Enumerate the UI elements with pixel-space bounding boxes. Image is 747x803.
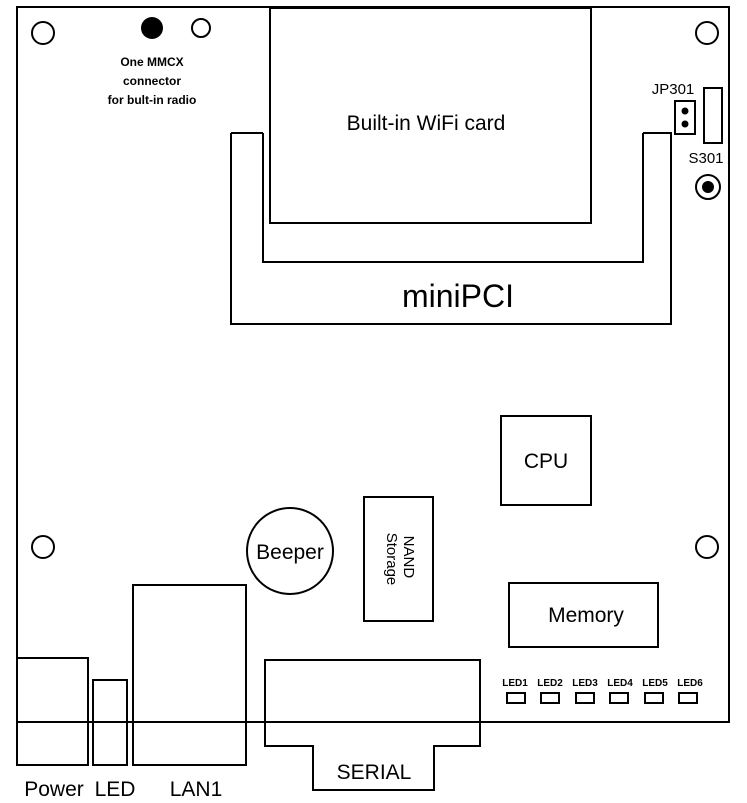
lan1-jack (132, 584, 247, 766)
mounting-hole-mid-right (695, 535, 719, 559)
cpu-chip (500, 415, 592, 506)
status-led-2 (540, 692, 560, 704)
mounting-hole-top-right (695, 21, 719, 45)
mmcx-connector-icon (141, 17, 163, 39)
nand-label-line2: Storage (383, 533, 400, 586)
status-led-label: LED4 (607, 678, 633, 689)
mmcx-caption-line2: connector (123, 74, 181, 88)
status-led-row: LED1 LED2 LED3 LED4 LED5 LED6 (502, 678, 703, 704)
nand-storage-label: NAND Storage (383, 533, 417, 586)
mounting-hole-top-left (31, 21, 55, 45)
memory-label: Memory (548, 604, 624, 627)
nand-label-line1: NAND (400, 536, 417, 579)
minipci-slot-outer (230, 132, 672, 325)
jumper-jp301 (674, 100, 696, 135)
switch-s301 (703, 87, 723, 144)
status-led-1 (506, 692, 526, 704)
mounting-hole-mid-left (31, 535, 55, 559)
status-led-5 (644, 692, 664, 704)
status-led-label: LED3 (572, 678, 598, 689)
nand-storage-chip (363, 496, 434, 622)
reset-button-icon (695, 174, 721, 200)
status-led-3 (575, 692, 595, 704)
led-label: LED (95, 778, 136, 801)
serial-label: SERIAL (337, 761, 412, 784)
status-led-label: LED6 (677, 678, 703, 689)
mmcx-caption-line1: One MMCX (120, 55, 183, 69)
beeper (246, 507, 334, 595)
reset-button-center-icon (702, 181, 714, 193)
minipci-slot-inner (262, 133, 644, 263)
status-led-label: LED1 (502, 678, 528, 689)
cpu-label: CPU (524, 450, 568, 473)
mmcx-caption-line3: for bult-in radio (108, 93, 197, 107)
mmcx-connector-hole-icon (191, 18, 211, 38)
beeper-label: Beeper (256, 541, 324, 564)
serial-connector (264, 659, 481, 791)
jumper-pin-icon (681, 120, 689, 128)
minipci-label: miniPCI (402, 278, 514, 314)
switch-label: S301 (688, 150, 723, 167)
jumper-label: JP301 (652, 81, 695, 98)
power-connector (16, 657, 89, 766)
power-label: Power (24, 778, 84, 801)
lan1-label: LAN1 (170, 778, 223, 801)
status-led-4 (609, 692, 629, 704)
memory-chip (508, 582, 659, 648)
status-led-label: LED2 (537, 678, 563, 689)
status-led-label: LED5 (642, 678, 668, 689)
status-led-6 (678, 692, 698, 704)
wifi-card-label: Built-in WiFi card (347, 112, 506, 135)
jumper-pin-icon (681, 107, 689, 115)
wifi-card (269, 7, 592, 224)
